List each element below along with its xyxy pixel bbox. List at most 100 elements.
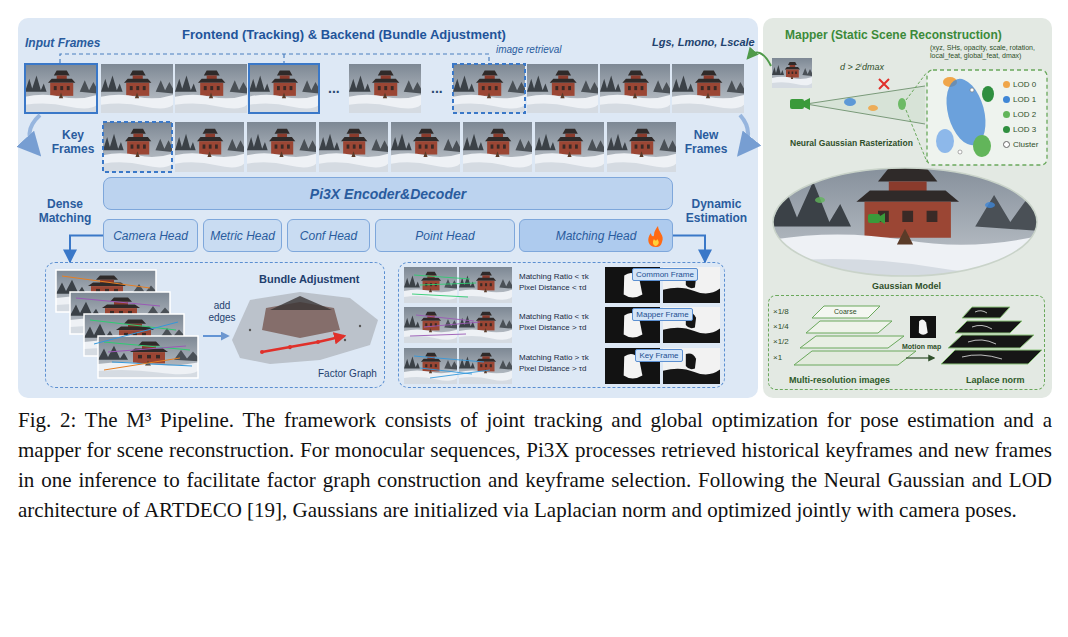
- label: Key Frames: [48, 128, 98, 156]
- node-text: Conf Head: [300, 229, 357, 243]
- label: Motion map: [902, 343, 941, 350]
- legend-swatch: [1003, 81, 1010, 88]
- dynamic-rows: [414, 356, 490, 378]
- dynamic-rows: [410, 315, 480, 336]
- dynamic-rows: [459, 307, 512, 343]
- add-arrow: [203, 335, 228, 337]
- resolution-pyramid: [910, 316, 936, 338]
- legend-row: LOD 0: [1003, 80, 1036, 89]
- frame-tag: Common Frame: [631, 267, 699, 282]
- node-text: Matching Ratio < τk: [519, 312, 589, 322]
- flow-arrow: [29, 115, 40, 153]
- node-text: Pixel Distance > τd: [519, 323, 586, 333]
- node-text: Common Frame: [632, 268, 698, 281]
- matching-stack: [98, 336, 198, 378]
- keyframes: [391, 122, 460, 172]
- mapper-view: [804, 98, 810, 110]
- resolution-pyramid: [962, 311, 1002, 359]
- point-cloud: [232, 292, 378, 364]
- label: Neural Gaussian Rasterization: [790, 138, 913, 148]
- input-frames: [672, 64, 744, 113]
- label: Coarse: [834, 308, 857, 315]
- mapper-view: [879, 79, 889, 89]
- point-cloud: [288, 345, 292, 349]
- gaussian-model: [770, 150, 1040, 285]
- flame-icon: [648, 226, 662, 247]
- node-text: Matching Ratio > τk: [519, 353, 589, 363]
- node-text: Matching Head: [556, 229, 637, 243]
- flow-arrow: [740, 115, 748, 153]
- input-frames: [249, 64, 319, 113]
- legend-swatch: [1003, 96, 1010, 103]
- legend-text: LOD 3: [1013, 125, 1036, 134]
- point-cloud: [232, 292, 378, 364]
- label: ×1: [773, 353, 782, 362]
- legend-swatch: [1003, 141, 1010, 148]
- gaussian-model: [985, 202, 995, 208]
- gaussian-model: [868, 214, 880, 223]
- mapper-view: [806, 86, 925, 124]
- label: image retrieval: [496, 44, 562, 55]
- keyframes: [319, 122, 388, 172]
- resolution-pyramid: [794, 351, 916, 365]
- point-cloud: [359, 325, 361, 327]
- input-frames: [600, 64, 670, 113]
- label: Input Frames: [25, 36, 100, 50]
- mapper-view: [790, 99, 804, 109]
- label: ×1/8: [773, 307, 789, 316]
- point-cloud: [260, 350, 264, 354]
- mapper-view: [844, 98, 856, 106]
- input-frames: [25, 64, 97, 113]
- gaussian-model: [770, 150, 1040, 285]
- retrieval-line: [60, 54, 489, 63]
- gaussian-model: [773, 168, 1037, 276]
- legend-text: LOD 1: [1013, 95, 1036, 104]
- label: Dynamic Estimation: [677, 197, 756, 225]
- caption: Fig. 2: The M³ Pipeline. The framework c…: [18, 405, 1052, 525]
- node-text: Mapper (Static Scene Reconstruction): [785, 28, 1002, 42]
- resolution-pyramid: [800, 336, 904, 348]
- matching-stack: [94, 322, 178, 344]
- legend-row: LOD 3: [1003, 125, 1036, 134]
- label: ...: [431, 80, 443, 96]
- keyframes: [103, 122, 676, 172]
- dynamic-rows: [663, 307, 720, 343]
- keyframes: [175, 122, 244, 172]
- mapper-view: [958, 150, 962, 154]
- resolution-pyramid: [941, 350, 1042, 364]
- keyframes: [103, 122, 172, 172]
- dynamic-rows: [404, 348, 457, 384]
- input-frames: [349, 64, 421, 113]
- node-text: Frontend (Tracking) & Backend (Bundle Ad…: [182, 27, 506, 42]
- connector: [673, 236, 705, 263]
- keyframes: [607, 122, 676, 172]
- input-frames: [25, 64, 744, 113]
- input-frames: [249, 64, 319, 113]
- point-cloud: [270, 296, 332, 310]
- resolution-pyramid: [806, 321, 892, 333]
- matching-stack: [76, 298, 160, 306]
- matching-stack: [98, 336, 198, 378]
- head-box: Camera Head: [103, 219, 198, 252]
- dynamic-rows: [605, 307, 660, 343]
- legend-row: Cluster: [1003, 140, 1038, 149]
- label: ...: [328, 80, 340, 96]
- point-cloud: [262, 336, 344, 352]
- node-text: Bundle Adjustment: [259, 273, 359, 285]
- matching-stack: [56, 270, 198, 378]
- flame-icon: [653, 239, 659, 246]
- keyframes: [463, 122, 532, 172]
- input-frames: [453, 64, 525, 113]
- retrieval-line: [60, 54, 489, 63]
- head-box: Metric Head: [203, 219, 282, 252]
- node-text: Pixel Distance < τd: [519, 283, 586, 293]
- node-text: Key Frame: [635, 349, 682, 362]
- point-cloud: [344, 339, 346, 341]
- head-box: Conf Head: [287, 219, 370, 252]
- node-text: Pixel Distance > τd: [519, 364, 586, 374]
- mapper-view: [906, 72, 927, 162]
- frame-tag: Key Frame: [631, 348, 687, 363]
- flow-arrow: [29, 115, 748, 153]
- resolution-pyramid: [812, 306, 880, 318]
- gaussian-model: [815, 197, 825, 203]
